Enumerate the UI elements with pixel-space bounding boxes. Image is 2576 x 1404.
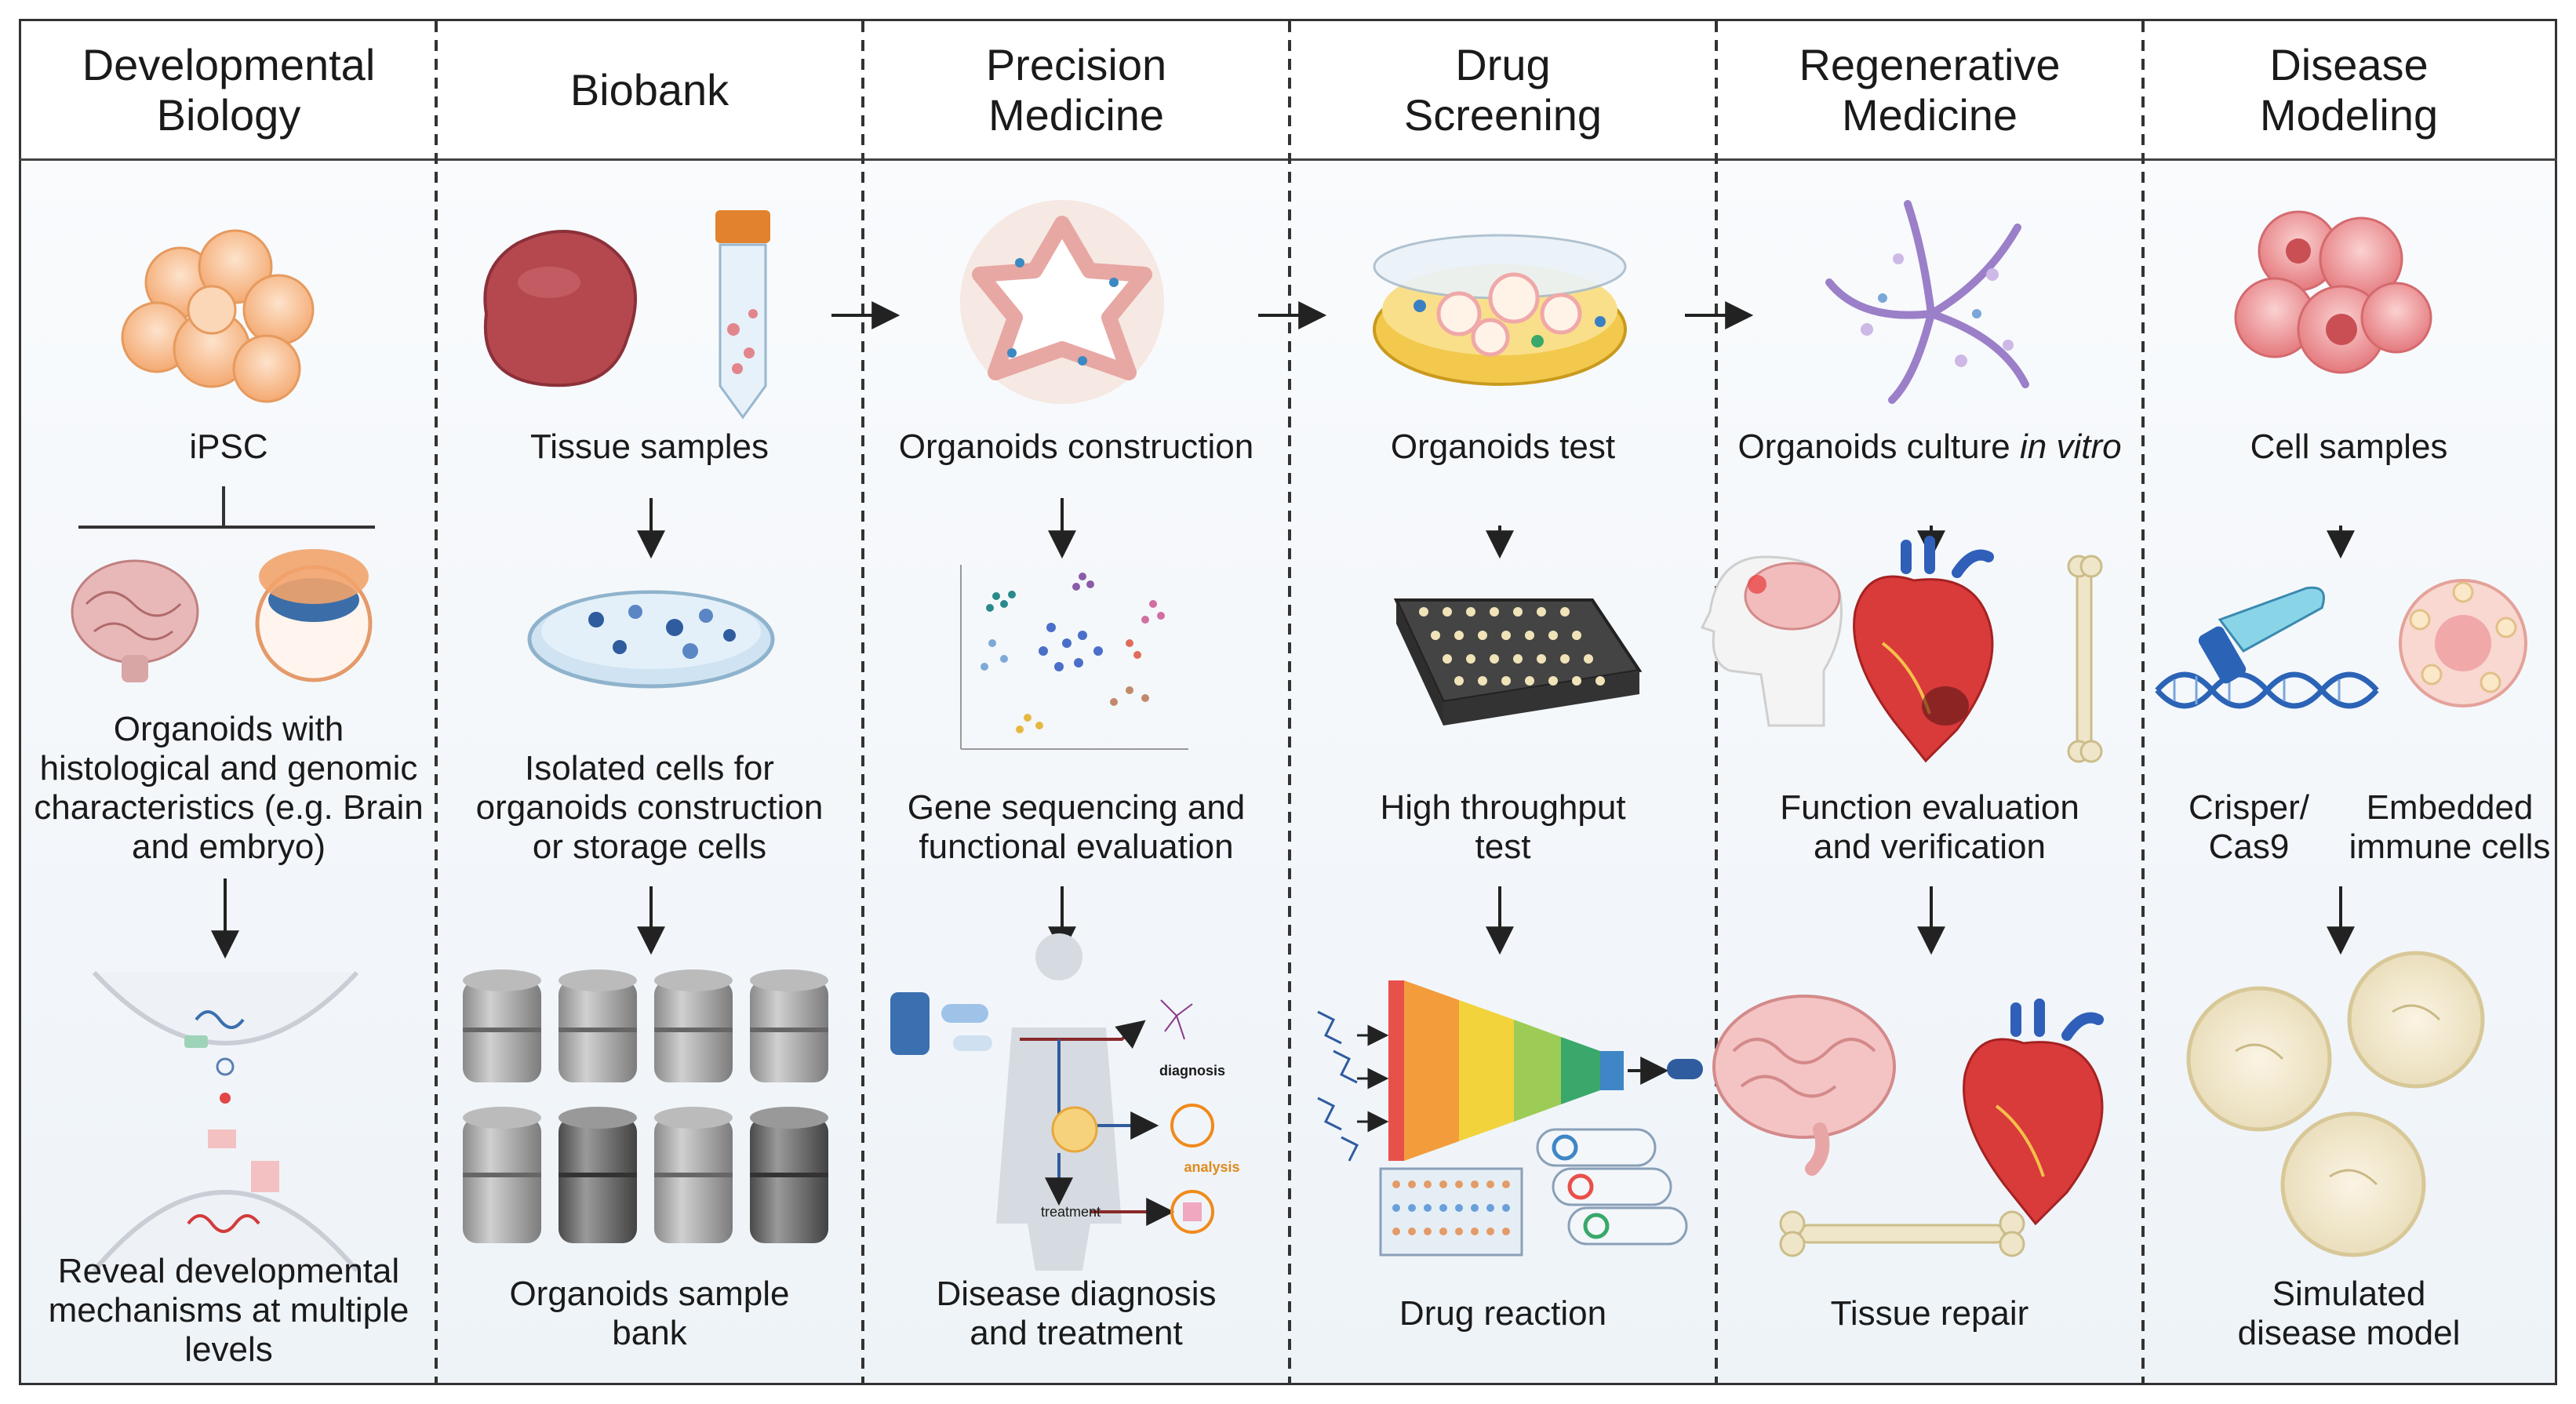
disease-organoid-icon [2186,951,2485,1257]
storage-cylinder-icon [463,1107,541,1243]
label-isolated-cells: Isolated cells for organoids constructio… [475,749,824,866]
organoid-culture-icon [1825,200,2029,404]
dna-crispr-icon [2155,586,2379,709]
label-organoids-culture-italic: in vitro [2019,427,2122,466]
label-organoids-culture-text: Organoids culture [1737,427,2020,466]
label-tag-analysis: analysis [1184,1159,1240,1175]
ipsc-cluster-icon [121,229,315,403]
storage-cylinder-icon [750,969,828,1082]
column-title-biobank: Biobank [569,65,730,115]
screening-funnel-icon [1317,980,1703,1257]
cell-dish-icon [527,590,775,689]
sample-tube-icon [715,210,770,420]
label-tissue-samples: Tissue samples [529,427,770,466]
down-arrows [211,498,2355,959]
embryo-organoid-icon [255,549,373,682]
repaired-brain-icon [1712,995,1896,1176]
storage-cylinder-icon [654,969,733,1082]
storage-cylinder-icon [558,969,637,1082]
column-dividers [435,21,2145,1383]
label-tissue-repair: Tissue repair [1830,1294,2029,1333]
column-title-drug-screening: Drug Screening [1403,40,1603,140]
label-tag-diagnosis: diagnosis [1159,1063,1225,1078]
label-crisper-cas9: Crisper/ Cas9 [2188,788,2310,866]
tsne-plot-icon [960,565,1188,750]
label-reveal-mechanisms: Reveal developmental mechanisms at multi… [48,1252,409,1369]
tissue-sample-icon [483,230,637,387]
heart-icon [1853,536,1994,763]
column-title-regenerative-medicine: Regenerative Medicine [1799,40,2061,140]
label-organoids-characteristics: Organoids with histological and genomic … [34,710,424,866]
label-gene-sequencing: Gene sequencing and functional evaluatio… [907,788,1246,866]
label-drug-reaction: Drug reaction [1399,1294,1607,1333]
column-title-developmental-biology: Developmental Biology [82,40,376,140]
cell-sample-icon [2234,210,2432,374]
drug-test-dish-icon [1373,234,1627,386]
storage-cylinder-icon [750,1107,828,1243]
well-plate-icon [1393,598,1643,726]
brain-organoid-icon [71,559,199,682]
repaired-heart-icon [1963,998,2104,1226]
developmental-mechanism-icon [92,970,359,1272]
label-high-throughput: High throughput test [1380,788,1626,866]
column-title-precision-medicine: Precision Medicine [985,40,1167,140]
immune-cell-organoid-icon [2399,579,2527,707]
label-sample-bank: Organoids sample bank [509,1275,790,1352]
storage-cylinder-icon [654,1107,733,1243]
storage-cylinder-icon [463,969,541,1082]
branch-line-icon [78,486,375,529]
column-title-disease-modeling: Disease Modeling [2259,40,2439,140]
label-ipsc: iPSC [189,427,268,466]
label-tag-treatment: treatment [1040,1204,1101,1220]
label-organoids-test: Organoids test [1390,427,1616,466]
storage-cylinder-icon [558,1107,637,1243]
label-simulated-disease-model: Simulated disease model [2237,1275,2461,1352]
head-brain-icon [1700,555,1843,727]
bone-icon [2067,555,2103,763]
label-organoids-culture: Organoids culture in vitro [1716,427,2143,467]
label-disease-diagnosis: Disease diagnosis and treatment [936,1275,1217,1352]
label-function-evaluation: Function evaluation and verification [1780,788,2079,866]
diagnosis-treatment-icon [890,933,1214,1271]
sample-bank-icon [463,969,828,1243]
label-embedded-immune-cells: Embedded immune cells [2349,788,2551,866]
label-cell-samples: Cell samples [2250,427,2448,466]
label-organoids-construction: Organoids construction [898,427,1254,466]
organoid-construction-icon [960,200,1164,404]
repaired-bone-icon [1779,1210,2025,1257]
